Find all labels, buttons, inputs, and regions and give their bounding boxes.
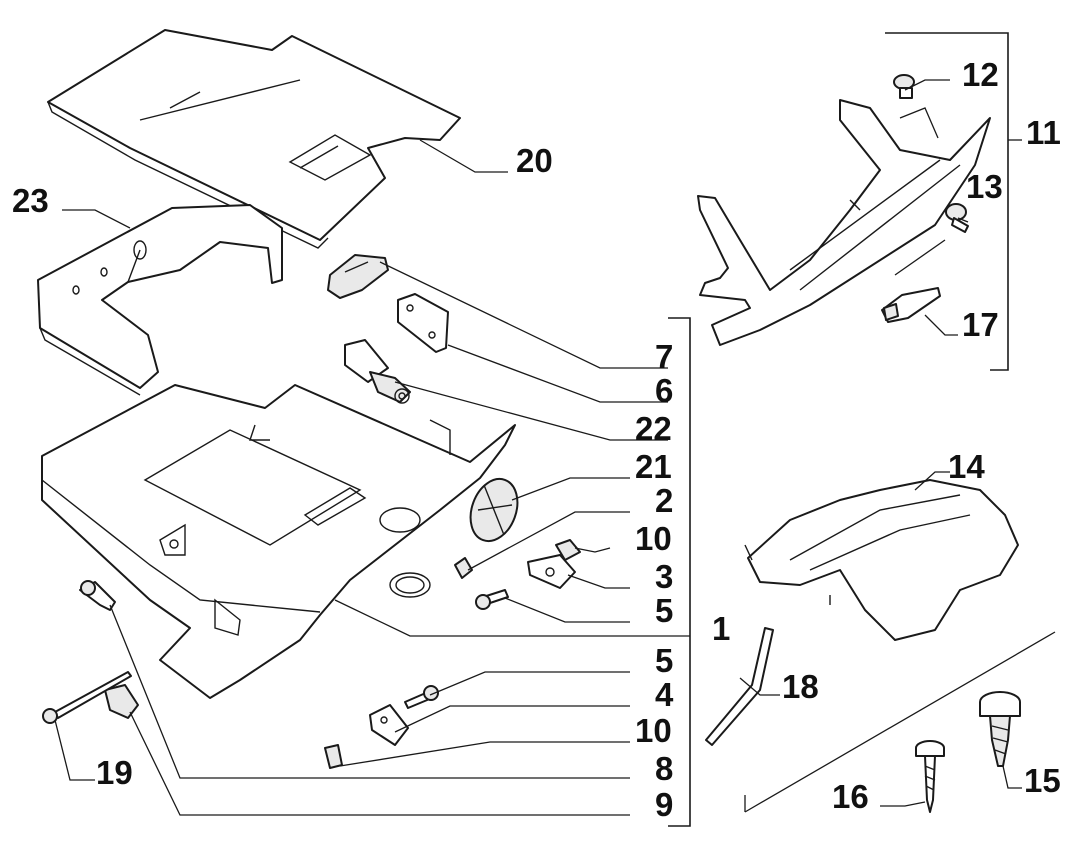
- callout-18: 18: [782, 668, 819, 705]
- callout-5-lower: 5: [655, 642, 673, 679]
- callout-4: 4: [655, 676, 674, 713]
- callout-11: 11: [1026, 114, 1061, 151]
- callout-19: 19: [96, 754, 133, 791]
- callout-7: 7: [655, 338, 673, 375]
- callout-5-upper: 5: [655, 592, 673, 629]
- part-15-fastener: [979, 691, 1021, 767]
- part-3-bracket: [527, 554, 576, 589]
- part-5-bolt-upper: [475, 589, 509, 610]
- part-2-clip: [454, 557, 473, 579]
- callout-10-upper: 10: [635, 520, 672, 557]
- callout-6: 6: [655, 372, 673, 409]
- part-14-tray: [744, 479, 1019, 641]
- callout-9: 9: [655, 786, 673, 823]
- callout-21: 21: [635, 448, 672, 485]
- part-23-frame: [37, 204, 283, 396]
- part-18-strip: [705, 627, 774, 746]
- part-21-round-cap: [469, 478, 519, 542]
- part-9-hinge: [104, 684, 139, 719]
- part-17-handle: [881, 287, 941, 323]
- part-10-clip-lower: [324, 744, 343, 769]
- part-20-lid-panel: [47, 29, 461, 249]
- part-16-screw: [915, 740, 945, 813]
- separator-line: [744, 631, 1056, 813]
- callout-12: 12: [962, 56, 999, 93]
- bracket-group-1: [668, 317, 691, 827]
- callout-10-lower: 10: [635, 712, 672, 749]
- callout-23: 23: [12, 182, 49, 219]
- part-5-bolt-lower: [404, 685, 439, 709]
- callout-3: 3: [655, 558, 673, 595]
- leader-lines: [54, 79, 1022, 816]
- part-13-bumper: [945, 203, 969, 233]
- callout-13: 13: [966, 168, 1003, 205]
- part-11-door: [697, 99, 991, 346]
- callout-15: 15: [1024, 762, 1061, 799]
- part-22-lock: [344, 339, 411, 404]
- callout-22: 22: [635, 410, 672, 447]
- part-4-bracket: [369, 704, 409, 746]
- part-1-housing: [41, 384, 516, 699]
- callout-20: 20: [516, 142, 553, 179]
- callout-1: 1: [712, 610, 730, 647]
- callout-16: 16: [832, 778, 869, 815]
- callout-14: 14: [948, 448, 985, 485]
- callout-8: 8: [655, 750, 673, 787]
- part-8-pin: [79, 580, 116, 611]
- part-10-clip-upper: [555, 539, 581, 561]
- part-12-bumper: [893, 74, 915, 99]
- bracket-group-11: [885, 32, 1009, 371]
- callout-17: 17: [962, 306, 999, 343]
- part-7-latch: [327, 254, 389, 299]
- part-6-gasket-plate: [397, 293, 449, 353]
- part-19-rod: [42, 671, 132, 724]
- callout-2: 2: [655, 482, 673, 519]
